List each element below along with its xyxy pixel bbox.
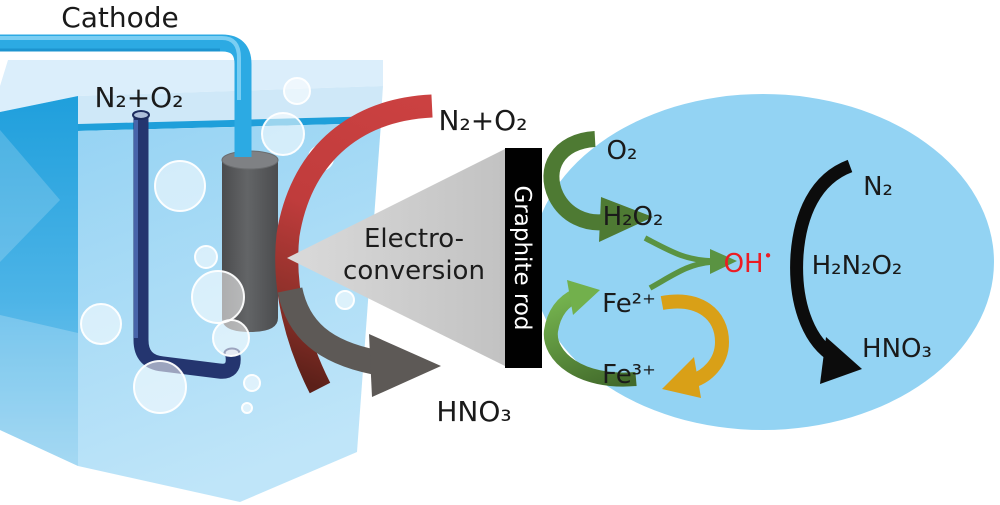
fe-yellow-arrow-head: [662, 357, 701, 398]
h2o2-label: H₂O₂: [603, 202, 664, 232]
cathode-label: Cathode: [61, 1, 179, 34]
input-gas-label: N₂+O₂: [439, 104, 528, 137]
bubble: [194, 245, 218, 269]
h2n2o2-label: H₂N₂O₂: [812, 251, 903, 281]
bubble: [283, 77, 311, 105]
output-arrow-shaft: [277, 287, 377, 375]
fe3-label: Fe³⁺: [602, 360, 656, 390]
bubble: [335, 290, 355, 310]
cathode-wire: [0, 34, 252, 157]
o2-arrow-head: [599, 197, 653, 242]
fe-reduction-arrow: [543, 280, 637, 387]
gas-inlet-tube-top-opening: [132, 110, 150, 120]
hno3-output-arrow: [277, 287, 441, 397]
hydroxyl-dot: •: [764, 247, 773, 265]
fe-yellow-arrow-shaft: [660, 294, 730, 388]
hydroxyl-base: OH: [724, 249, 764, 279]
o2-arrow-shaft: [543, 131, 605, 231]
electrode-bar-label: Graphite rod: [509, 185, 535, 330]
reaction-zone-ellipse: [532, 94, 994, 430]
bubble: [241, 402, 253, 414]
cone-label-line1: Electro-: [364, 224, 464, 254]
radical-formation-arrows: [643, 235, 737, 291]
fe-oxidation-arrow: [660, 294, 730, 398]
conversion-cone: [287, 149, 505, 366]
fe-green-arrow-head: [567, 280, 600, 315]
hno3-cycle-label: HNO₃: [862, 334, 932, 364]
cathode-tube-highlight: [0, 36, 241, 100]
n-cycle-arrow-shaft: [790, 159, 853, 360]
nitrogen-fixation-arrow: [790, 159, 862, 384]
gas-bubbles: [80, 77, 355, 414]
fe-green-arrow-shaft: [543, 288, 637, 387]
bubble: [243, 374, 261, 392]
tank-gas-label: N₂+O₂: [95, 81, 184, 114]
water-surface-line: [78, 116, 381, 131]
bubble: [212, 319, 250, 357]
hydroxyl-radical-label: OH•: [724, 247, 773, 279]
output-product-label: HNO₃: [436, 395, 511, 428]
electrode-bar: [505, 148, 542, 368]
tank-left-face: [0, 96, 78, 466]
n2-label: N₂: [863, 172, 893, 202]
bubble: [80, 303, 122, 345]
fe2-label: Fe²⁺: [602, 289, 656, 319]
bubble: [154, 160, 206, 212]
o2-reduction-arrow: [543, 131, 653, 242]
fe2-to-oh-arrow: [648, 259, 713, 291]
bubble: [261, 112, 305, 156]
oh-arrow-head: [710, 249, 737, 274]
output-arrow-head: [369, 334, 441, 397]
tank-left-facet-lower: [0, 315, 78, 466]
n-cycle-arrow-head: [820, 337, 862, 384]
tank-left-facet-highlight: [0, 130, 60, 262]
bubble: [191, 270, 245, 324]
cone-label-line2: conversion: [343, 256, 485, 286]
bubble: [133, 360, 187, 414]
gas-input-arrow: [275, 94, 433, 394]
reaction-scheme: O₂ H₂O₂ OH• Fe²⁺ Fe³⁺ N₂ H₂N₂O₂ HNO₃: [543, 131, 932, 398]
o2-label: O₂: [607, 136, 638, 166]
electrolysis-tank: [0, 60, 383, 502]
tank-top-face: [0, 60, 383, 112]
